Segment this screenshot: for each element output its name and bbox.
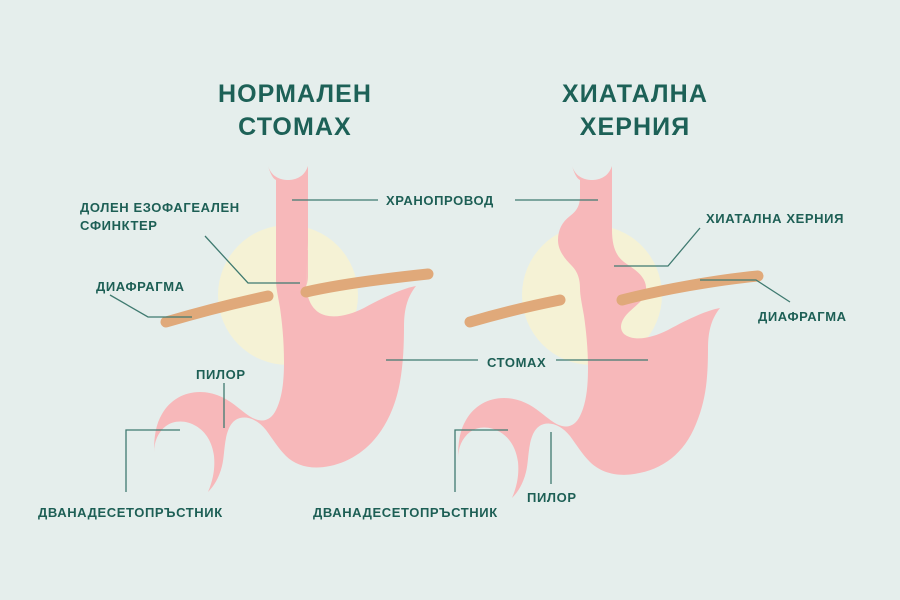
stomach-shape-right: [458, 166, 720, 498]
label-stomach: СТОМАХ: [487, 355, 547, 370]
hiatal-hernia-figure: [458, 166, 764, 498]
label-lower-esophageal-sphincter: ДОЛЕН ЕЗОФАГЕАЛЕН СФИНКТЕР: [80, 200, 240, 233]
label-pylorus-left: ПИЛОР: [196, 367, 246, 382]
leader-duodenum-left: [125, 429, 180, 492]
label-duodenum-left: ДВАНАДЕСЕТОПРЪСТНИК: [38, 505, 223, 520]
leader-hiatal-hernia: [614, 227, 701, 267]
lower-esophageal-sphincter-left: [276, 250, 308, 292]
title-normal-stomach: НОРМАЛЕН СТОМАХ: [217, 80, 373, 141]
label-diaphragm-left: ДИАФРАГМА: [96, 279, 185, 294]
leader-lines: [109, 199, 791, 492]
stomach-shape-left: [154, 166, 416, 492]
leader-duodenum-right: [454, 429, 508, 492]
label-esophagus: ХРАНОПРОВОД: [386, 193, 494, 208]
diaphragm-left-right-arm: [300, 268, 434, 298]
diaphragm-left: [160, 290, 274, 328]
label-hiatal-hernia: ХИАТАЛНА ХЕРНИЯ: [706, 211, 845, 226]
normal-stomach-figure: [154, 166, 434, 492]
title-hiatal-hernia: ХИАТАЛНА ХЕРНИЯ: [562, 80, 708, 141]
leader-diaphragm-right: [700, 279, 791, 303]
leader-lower-esophageal-sphincter: [204, 235, 300, 284]
leader-diaphragm-left: [109, 294, 192, 318]
diaphragm-right-right-arm: [616, 270, 764, 306]
diaphragm-right: [464, 294, 566, 328]
label-duodenum-right: ДВАНАДЕСЕТОПРЪСТНИК: [313, 505, 498, 520]
label-diaphragm-right: ДИАФРАГМА: [758, 309, 847, 324]
label-pylorus-right: ПИЛОР: [527, 490, 577, 505]
